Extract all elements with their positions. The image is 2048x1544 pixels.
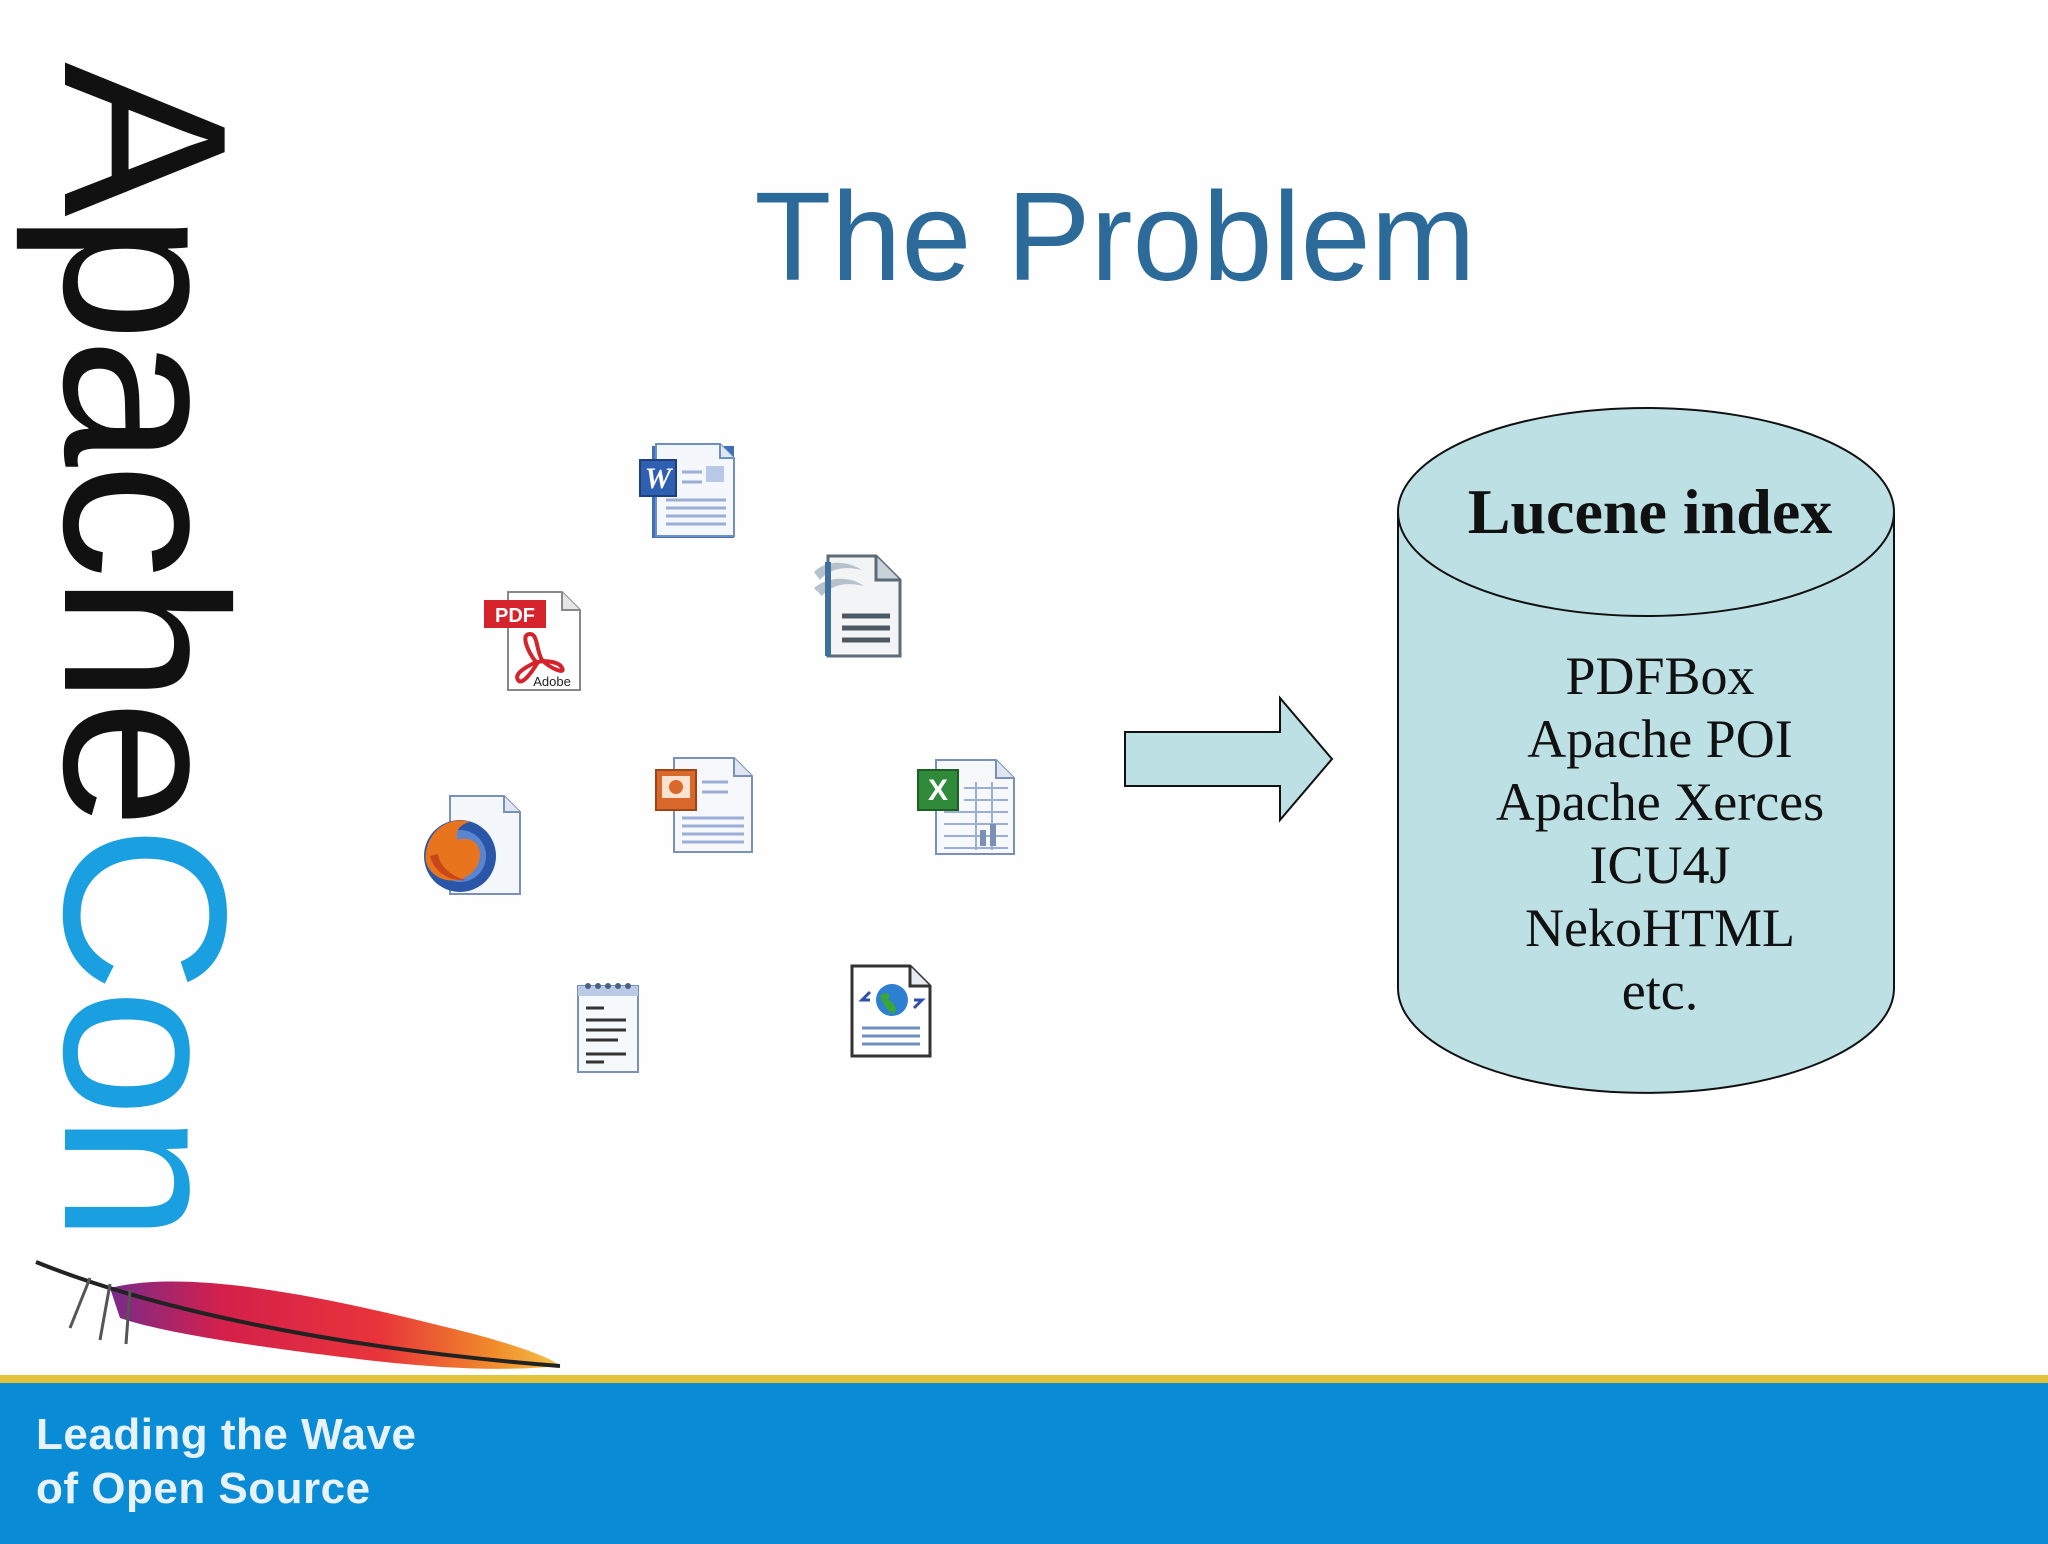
powerpoint-document-icon: [652, 756, 756, 861]
library-item: PDFBox: [1565, 646, 1755, 706]
library-list: PDFBox Apache POI Apache Xerces ICU4J Ne…: [1420, 645, 1900, 1023]
pdf-caption-text: Adobe: [533, 674, 571, 689]
tagline-line-2: of Open Source: [36, 1464, 371, 1513]
tagline-line-1: Leading the Wave: [36, 1410, 417, 1459]
openoffice-writer-document-icon: [806, 552, 906, 665]
xml-web-document-icon: [848, 962, 934, 1065]
footer-band: [0, 1375, 2048, 1544]
svg-text:X: X: [928, 774, 948, 807]
brand-apache-text: Apache: [15, 62, 274, 825]
brand-con-text: Con: [15, 824, 274, 1239]
apachecon-wordmark: ApacheCon: [15, 62, 274, 1238]
svg-text:W: W: [645, 462, 674, 495]
pdf-document-icon: PDF Adobe: [480, 588, 584, 699]
footer-tagline: Leading the Wave of Open Source: [36, 1408, 416, 1516]
library-item: Apache POI: [1527, 709, 1793, 769]
pdf-badge-text: PDF: [495, 605, 535, 627]
library-item: ICU4J: [1589, 835, 1731, 895]
library-item: etc.: [1621, 961, 1699, 1021]
firefox-html-document-icon: [414, 792, 526, 905]
text-notepad-document-icon: [574, 978, 644, 1081]
lucene-index-cylinder: [1396, 406, 1896, 1101]
excel-spreadsheet-icon: X: [914, 758, 1018, 863]
right-arrow-icon: [1122, 694, 1336, 829]
apache-feather-icon: [30, 1248, 570, 1403]
library-item: NekoHTML: [1525, 898, 1795, 958]
apachecon-logo: ApacheCon: [0, 0, 280, 1250]
slide-title: The Problem: [754, 166, 1476, 307]
database-title: Lucene index: [1467, 476, 1833, 547]
library-item: Apache Xerces: [1495, 772, 1825, 832]
word-document-icon: W: [636, 442, 740, 547]
